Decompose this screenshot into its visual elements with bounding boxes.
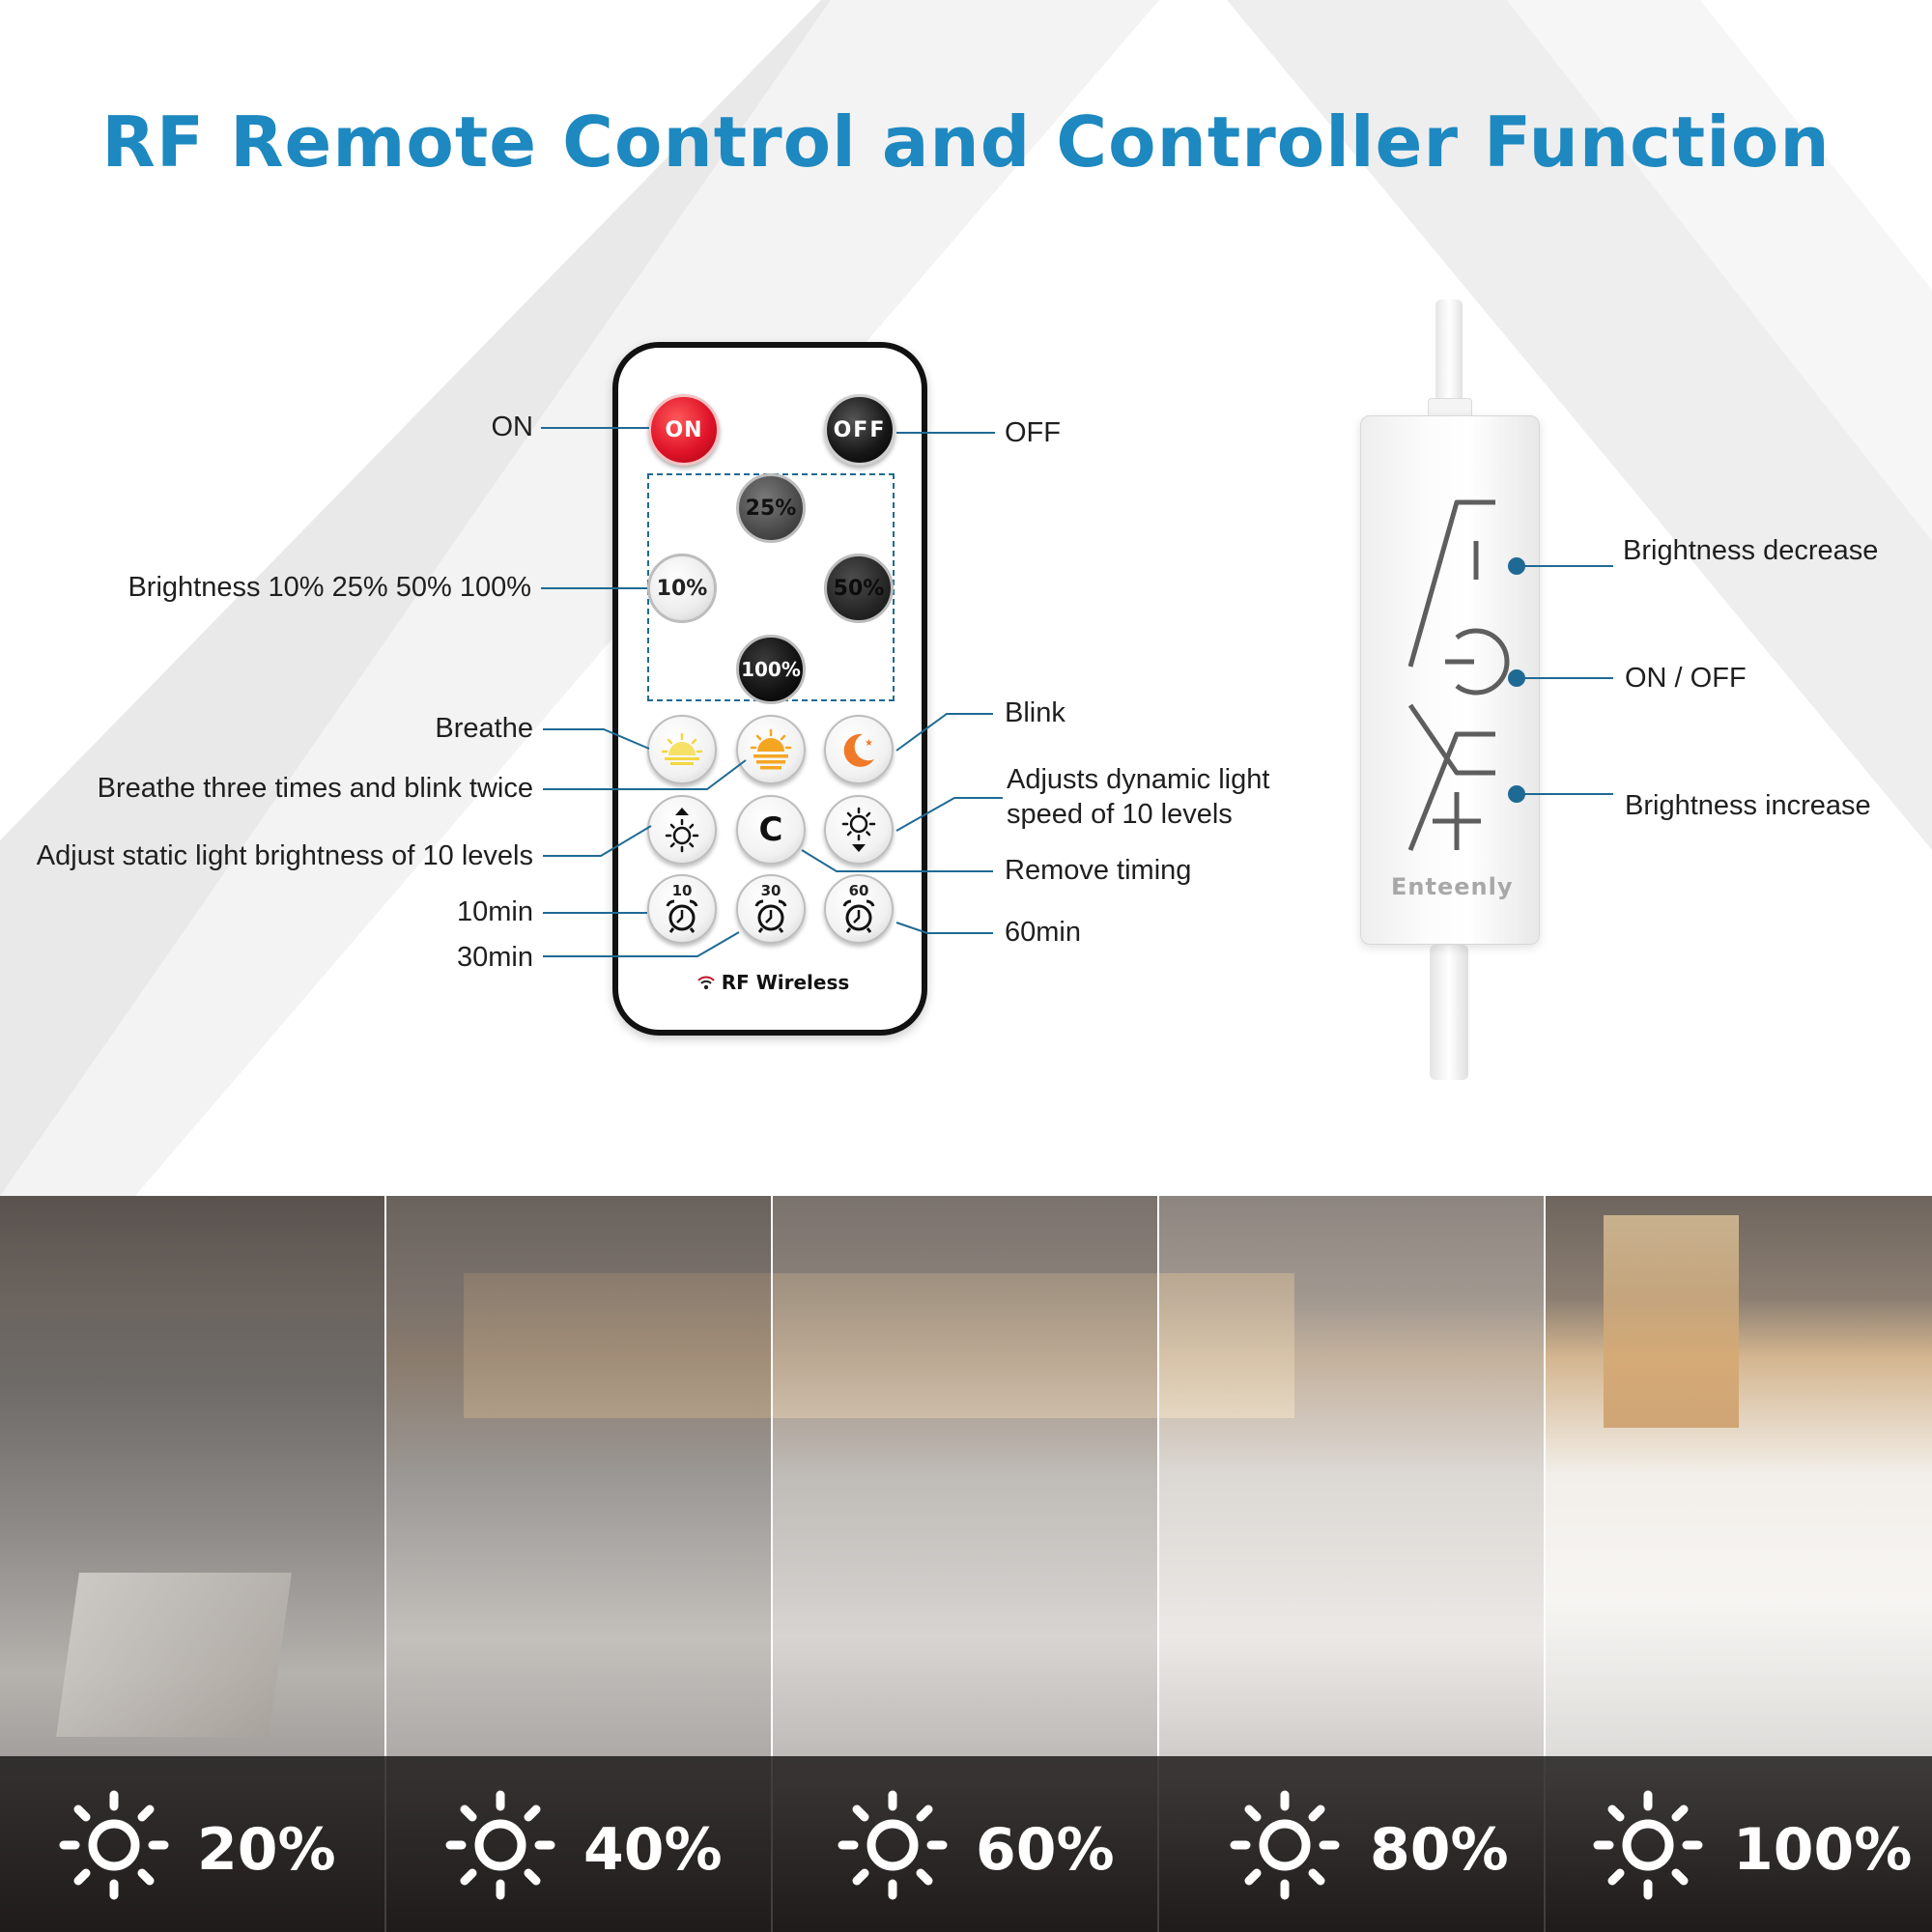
blink-button[interactable]: ★ — [824, 715, 894, 784]
timer-10-label: 10 — [671, 882, 693, 899]
wireless-label: RF Wireless — [721, 971, 850, 994]
label-breathe-blink: Breathe three times and blink twice — [97, 773, 533, 804]
brightness-10-button[interactable]: 10% — [647, 554, 717, 623]
label-off: OFF — [1005, 417, 1061, 448]
wireless-icon — [696, 976, 715, 990]
label-brightness-increase: Brightness increase — [1625, 790, 1871, 821]
sun-icon — [1593, 1790, 1703, 1900]
breathe-button[interactable] — [647, 715, 717, 784]
panel-divider — [771, 1196, 773, 1932]
panel-divider — [1157, 1196, 1159, 1932]
label-dynamic-line2: speed of 10 levels — [1007, 799, 1233, 830]
clear-button-label: C — [758, 810, 783, 849]
timer-30-label: 30 — [760, 882, 781, 899]
sun-icon — [59, 1790, 169, 1900]
brightness-50-label: 50% — [833, 576, 885, 601]
page-title: RF Remote Control and Controller Functio… — [101, 101, 1831, 183]
wireless-badge: RF Wireless — [696, 968, 850, 997]
label-brightness-decrease: Brightness decrease — [1623, 535, 1879, 566]
brightness-10-label: 10% — [656, 576, 708, 601]
remote-on-button[interactable]: ON — [648, 394, 720, 466]
sun-icon — [445, 1790, 555, 1900]
label-breathe: Breathe — [435, 713, 533, 744]
brightness-25-button[interactable]: 25% — [736, 473, 806, 543]
brightness-50-button[interactable]: 50% — [824, 554, 894, 623]
panel-divider — [384, 1196, 386, 1932]
alarm-clock-icon — [666, 899, 698, 933]
background-stripes — [0, 0, 1932, 1196]
label-static: Adjust static light brightness of 10 lev… — [36, 840, 533, 871]
label-remove-timing: Remove timing — [1005, 855, 1192, 886]
timer-10-button[interactable]: 10 — [647, 874, 717, 944]
sun-down-icon — [841, 807, 876, 852]
controller-cable-bottom — [1430, 945, 1468, 1080]
controller-symbols — [1407, 499, 1510, 851]
static-brightness-button[interactable] — [647, 795, 717, 865]
sun-up-icon — [665, 808, 699, 853]
label-controller-on-off: ON / OFF — [1625, 663, 1747, 694]
level-60-label: 60% — [976, 1816, 1115, 1884]
off-button-label: OFF — [833, 417, 887, 442]
brightness-25-label: 25% — [745, 496, 797, 521]
label-30min: 30min — [457, 942, 533, 973]
level-20-label: 20% — [197, 1816, 336, 1884]
sun-icon — [838, 1790, 948, 1900]
sunset-icon — [750, 728, 792, 770]
controller-brand: Enteenly — [1391, 873, 1514, 900]
moon-icon: ★ — [843, 733, 874, 767]
brightness-100-button[interactable]: 100% — [736, 635, 806, 704]
remote-off-button[interactable]: OFF — [824, 394, 895, 466]
on-button-label: ON — [665, 417, 703, 442]
remove-timing-button[interactable]: C — [736, 795, 806, 865]
dynamic-speed-button[interactable] — [824, 795, 894, 865]
level-80-label: 80% — [1370, 1816, 1509, 1884]
sun-icon — [1230, 1790, 1340, 1900]
timer-30-button[interactable]: 30 — [736, 874, 806, 944]
timer-60-label: 60 — [848, 882, 869, 899]
alarm-clock-icon — [754, 899, 787, 933]
label-10min: 10min — [457, 896, 533, 927]
label-blink: Blink — [1005, 697, 1065, 728]
level-40-label: 40% — [583, 1816, 723, 1884]
sunrise-icon — [661, 732, 703, 765]
level-100-label: 100% — [1733, 1816, 1913, 1884]
label-on: ON — [491, 412, 534, 442]
panel-divider — [1544, 1196, 1546, 1932]
alarm-clock-icon — [842, 899, 875, 933]
controller-cable-top — [1435, 299, 1463, 415]
label-dynamic-line1: Adjusts dynamic light — [1007, 764, 1270, 795]
timer-60-button[interactable]: 60 — [824, 874, 894, 944]
label-60min: 60min — [1005, 917, 1081, 948]
breathe-blink-button[interactable] — [736, 715, 806, 784]
svg-text:★: ★ — [865, 738, 873, 749]
label-brightness: Brightness 10% 25% 50% 100% — [128, 572, 531, 603]
brightness-100-label: 100% — [741, 658, 801, 681]
